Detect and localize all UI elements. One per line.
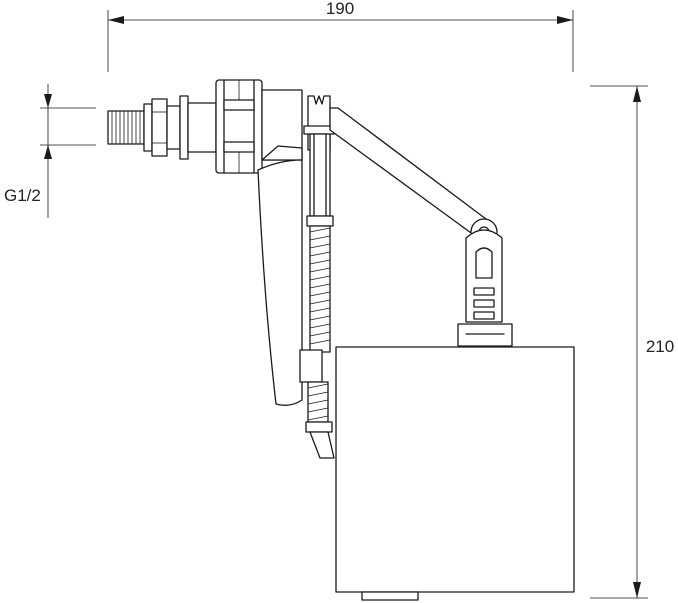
stem-clip (299, 349, 323, 383)
lower-spring (307, 381, 329, 423)
thread-ridges (111, 111, 141, 144)
thread-arrow-top (44, 94, 52, 108)
inlet-body (187, 102, 217, 153)
thread-shank (107, 110, 145, 145)
threaded-inlet (107, 95, 217, 160)
float-box (335, 346, 575, 601)
washer (166, 105, 181, 150)
lock-nut-2 (151, 98, 168, 157)
dimension-width: 190 (107, 0, 574, 72)
flange (179, 95, 189, 160)
width-arrow-left (108, 16, 124, 24)
dimension-height: 210 (590, 85, 674, 599)
height-label: 210 (646, 337, 674, 356)
height-arrow-bottom (633, 582, 641, 598)
valve-outlet (261, 145, 303, 161)
width-arrow-right (557, 16, 573, 24)
height-arrow-top (633, 86, 641, 102)
hanger-slot (475, 247, 493, 279)
dimension-thread: G1/2 (4, 84, 96, 218)
lever-rod (329, 107, 491, 239)
float-hanger (457, 229, 513, 347)
hanger-notch-3 (473, 311, 495, 320)
lever-arm (329, 107, 498, 246)
thread-arrow-bottom (44, 145, 52, 159)
float-body (335, 346, 575, 593)
float-bottom-tab (361, 591, 419, 601)
hanger-notch-2 (473, 299, 495, 308)
valve-body (215, 79, 303, 174)
outlet-shield (257, 159, 303, 406)
lock-nut-1 (143, 103, 153, 152)
hanger-notch-1 (473, 287, 495, 296)
stem-foot (309, 431, 335, 459)
adjustment-spring (309, 225, 331, 353)
vertical-stem (299, 95, 335, 459)
thread-label: G1/2 (4, 186, 41, 205)
width-label: 190 (326, 0, 354, 18)
hanger-base (457, 323, 513, 347)
